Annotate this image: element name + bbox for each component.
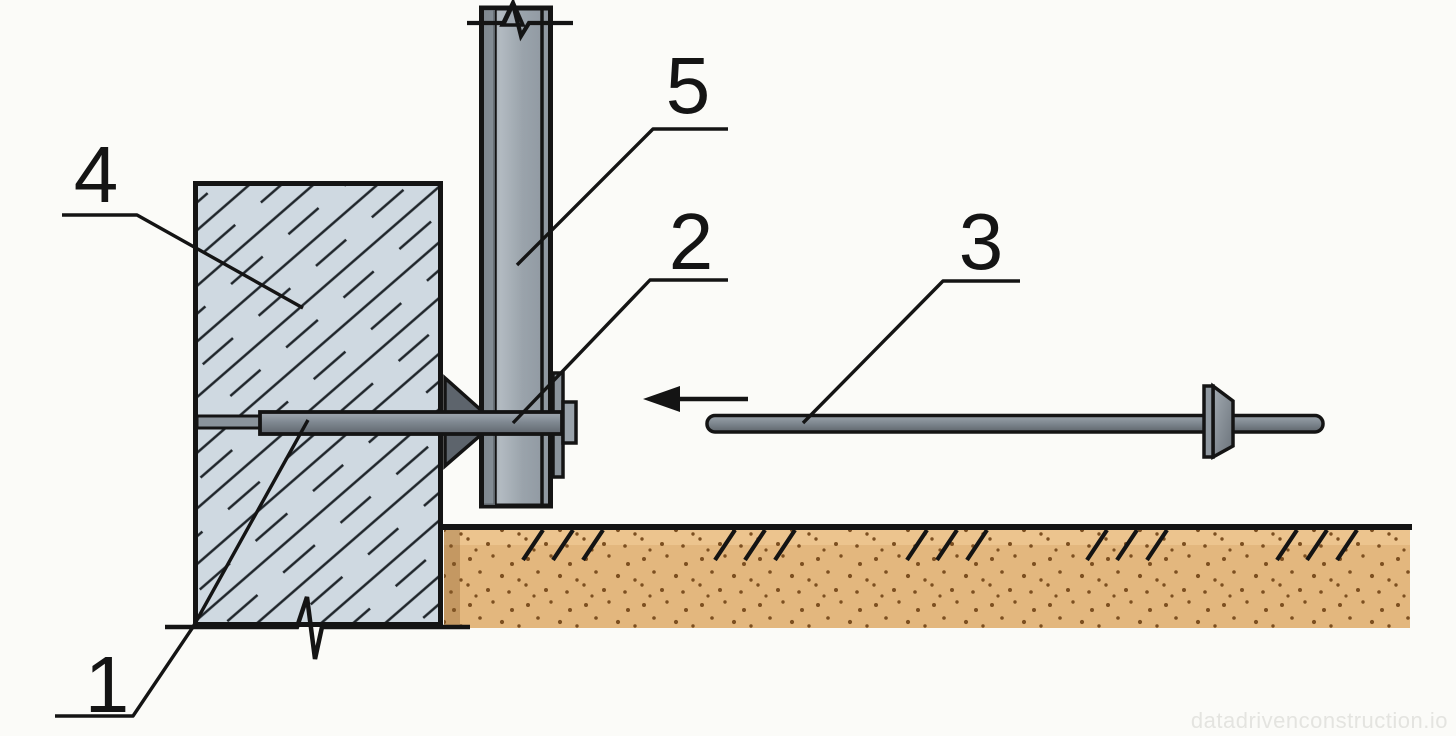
ground-hatch-ticks [521, 528, 1359, 562]
anchor-rod [705, 382, 1325, 460]
callout-label-2: 2 [669, 197, 714, 286]
anchor-nut [561, 400, 578, 445]
ground-soil [441, 524, 1412, 628]
leader-line-2 [511, 278, 728, 425]
anchor-sleeve [195, 414, 265, 430]
watermark-text: datadrivenconstruction.io [1191, 708, 1448, 733]
break-symbol-bottom [165, 596, 470, 660]
callout-label-3: 3 [959, 197, 1004, 286]
callout-label-1: 1 [85, 640, 130, 729]
insertion-arrow-icon [643, 386, 748, 412]
leader-line-3 [801, 279, 1020, 425]
anchor-bolt [258, 410, 564, 436]
break-symbol-top [467, 0, 573, 42]
rod-cone-expander [1202, 382, 1235, 460]
callout-label-4: 4 [74, 130, 119, 219]
leader-line-4 [62, 213, 304, 310]
anchor-bolt-assembly [195, 410, 564, 436]
callout-label-5: 5 [666, 41, 711, 130]
leader-line-1 [55, 419, 310, 718]
leader-line-5 [515, 127, 728, 267]
